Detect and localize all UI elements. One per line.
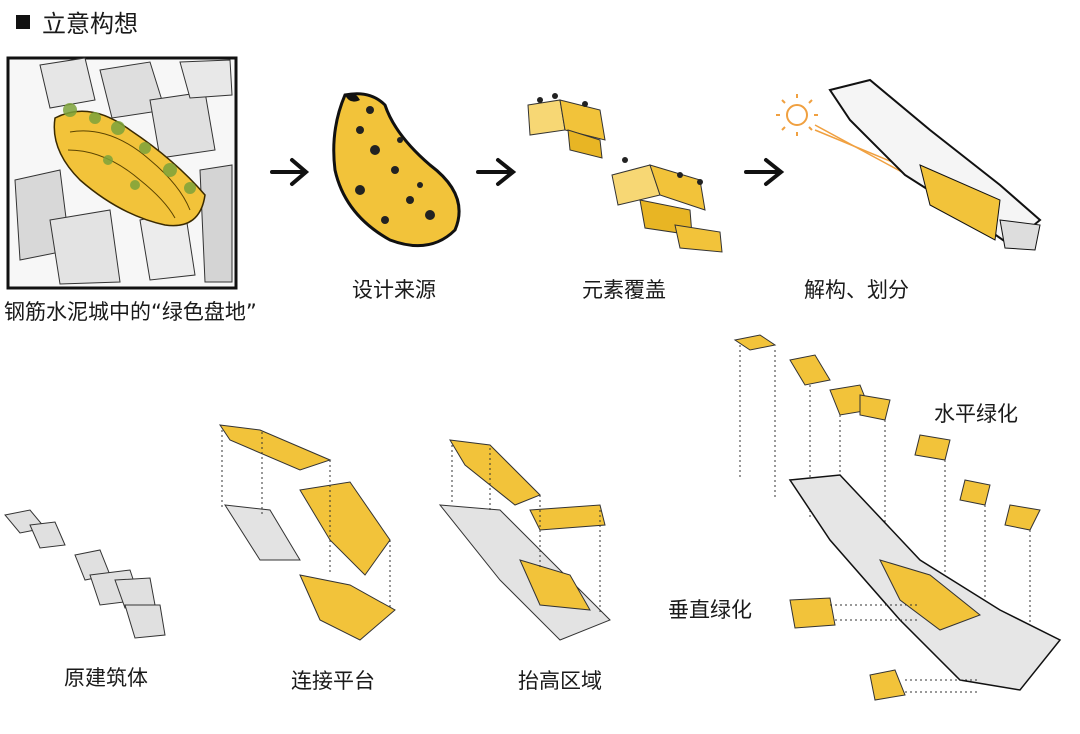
label-horizontal-greening: 水平绿化 [934, 402, 1018, 426]
label-element-coverage: 元素覆盖 [582, 278, 666, 302]
label-connecting-platform: 连接平台 [291, 669, 375, 693]
label-vertical-greening: 垂直绿化 [668, 598, 752, 622]
arrow-right-icon [744, 158, 785, 186]
label-raised-area: 抬高区域 [518, 669, 602, 693]
arrow-right-icon [476, 158, 517, 186]
original-buildings-illustration [4, 509, 166, 639]
section-title-text: 立意构想 [42, 10, 138, 38]
section-title: 立意构想 [16, 4, 138, 39]
label-original-building: 原建筑体 [64, 666, 148, 690]
sun-icon [776, 94, 818, 136]
deconstruct-illustration [776, 78, 1042, 251]
city-site-illustration [6, 56, 238, 290]
connecting-platform-illustration [218, 424, 396, 641]
arrow-right-icon [270, 158, 310, 186]
label-design-source: 设计来源 [352, 278, 436, 302]
exploded-axonometric-illustration [733, 334, 1062, 701]
bullet-square-icon [16, 14, 30, 29]
design-source-illustration [332, 92, 461, 248]
raised-area-illustration [438, 439, 611, 641]
element-coverage-illustration [527, 93, 723, 253]
label-deconstruct-divide: 解构、划分 [804, 278, 909, 302]
label-green-basin: 钢筋水泥城中的“绿色盘地” [4, 300, 257, 324]
